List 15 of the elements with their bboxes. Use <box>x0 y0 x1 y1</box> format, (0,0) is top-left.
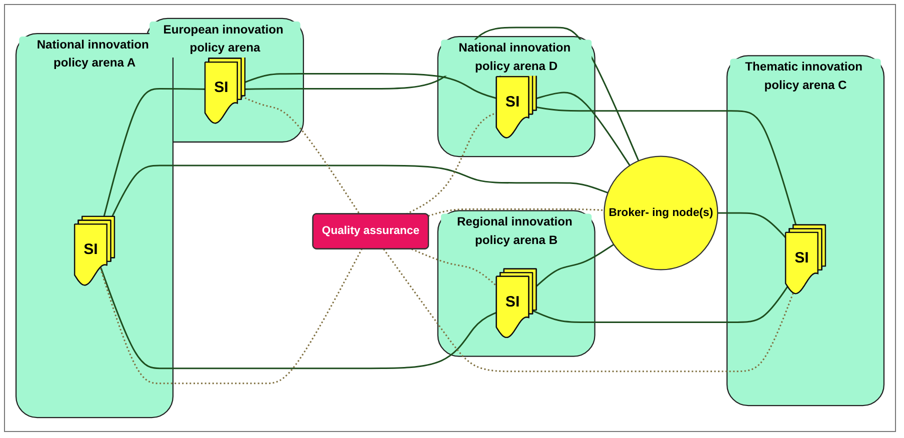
connector <box>241 96 360 214</box>
connector <box>411 248 498 287</box>
connector <box>536 92 630 166</box>
connector <box>103 88 206 218</box>
connector <box>245 72 497 100</box>
connector <box>111 164 608 218</box>
connector <box>536 244 614 287</box>
node-circle: Broker- ing node(s) <box>604 156 718 270</box>
connector <box>718 212 786 238</box>
connector <box>428 208 604 217</box>
connector <box>532 286 788 323</box>
connector <box>383 248 794 372</box>
connector <box>100 248 362 384</box>
connector <box>536 106 797 226</box>
connector <box>100 267 498 370</box>
